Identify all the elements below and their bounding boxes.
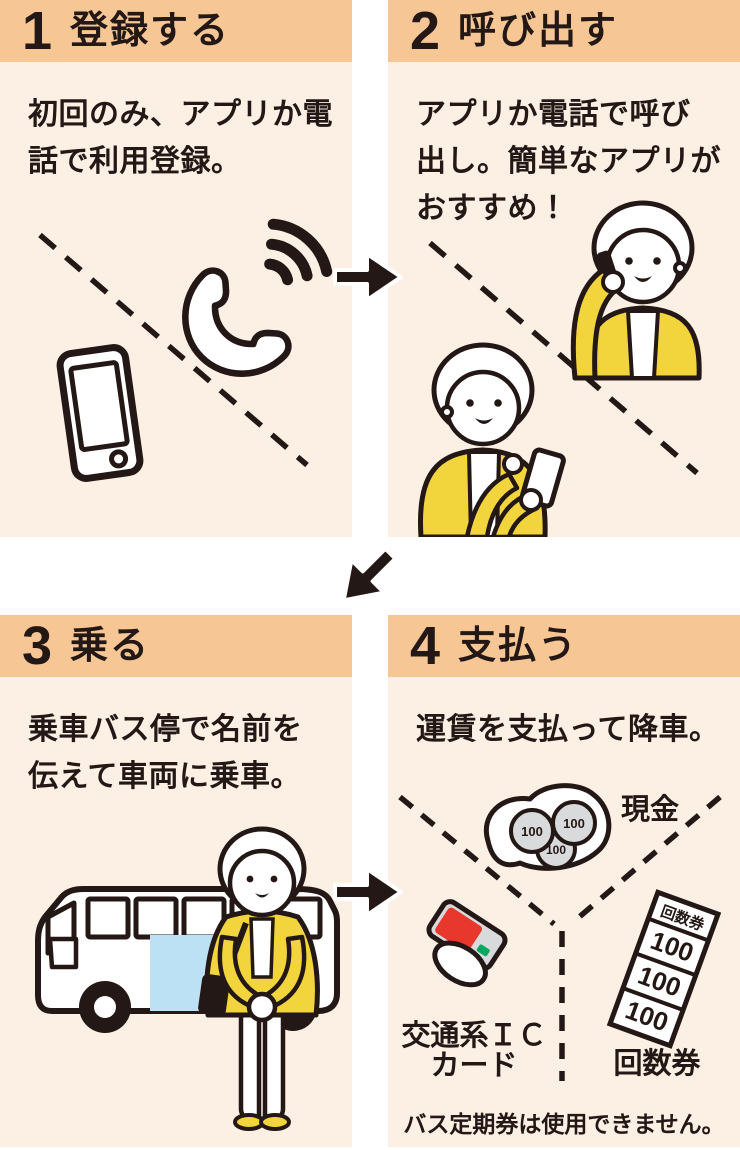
registration-illustration: [38, 218, 333, 482]
senior-passenger-illustration: [198, 826, 320, 1131]
coupon-label: 回数券: [613, 1048, 701, 1080]
call-illustration: [417, 200, 702, 537]
ic-card-in-hand-icon: [426, 899, 508, 988]
step-1-header: 1 登録する: [0, 0, 352, 62]
step-1-body: 初回のみ、アプリか電 話で利用登録。: [0, 62, 352, 537]
step-3-panel: 3 乗る 乗車バス停で名前を 伝えて車両に乗車。: [0, 615, 352, 1147]
step-4-description: 運賃を支払って降車。: [416, 713, 720, 746]
boarding-illustration: [35, 826, 340, 1131]
phone-handset-icon: [182, 267, 292, 377]
step-number: 3: [22, 616, 53, 676]
arrow-right-icon: [333, 861, 405, 923]
step-4-header: 4 支払う: [388, 615, 740, 677]
coin-value: 100: [546, 843, 566, 857]
step-1-description: 初回のみ、アプリか電 話で利用登録。: [28, 98, 333, 178]
step-4-body: 運賃を支払って降車。 現金 交通系ＩＣ カード 回数券 バス定期券は使用できませ…: [388, 677, 740, 1147]
step-number: 1: [22, 1, 53, 61]
smartphone-icon: [56, 344, 144, 482]
step-number: 2: [410, 1, 441, 61]
step-title: 乗る: [70, 625, 151, 667]
dashed-divider: [398, 794, 722, 1081]
dashed-divider: [428, 240, 699, 476]
step-3-header: 3 乗る: [0, 615, 352, 677]
step-4-panel: 4 支払う 運賃を支払って降車。 現金 交通系ＩＣ カード 回数券 バス定期券は…: [388, 615, 740, 1147]
step-1-panel: 1 登録する 初回のみ、アプリか電 話で利用登録。: [0, 0, 352, 537]
step-title: 呼び出す: [458, 10, 619, 52]
step-3-body: 乗車バス停で名前を 伝えて車両に乗車。: [0, 677, 352, 1147]
coin-value: 100: [521, 824, 543, 839]
coupon-ticket-strip-icon: 回数券 100 100 100: [606, 889, 722, 1049]
step-3-description: 乗車バス停で名前を 伝えて車両に乗車。: [28, 713, 303, 793]
coin-value: 100: [563, 816, 585, 831]
step-title: 登録する: [70, 10, 231, 52]
ic-card-label: 交通系ＩＣ カード: [401, 1020, 547, 1083]
arrow-down-left-icon: [330, 541, 402, 613]
payment-note: バス定期券は使用できません。: [403, 1111, 725, 1137]
senior-with-smartphone-illustration: [417, 342, 566, 537]
arrow-right-icon: [333, 246, 405, 308]
signal-waves-icon: [264, 218, 333, 286]
step-2-description: アプリか電話で呼び 出し。簡単なアプリが おすすめ！: [416, 98, 721, 225]
senior-on-phone-illustration: [570, 200, 702, 381]
step-title: 支払う: [458, 625, 579, 667]
step-2-body: アプリか電話で呼び 出し。簡単なアプリが おすすめ！: [388, 62, 740, 537]
payment-illustration: 100 100 100 回数券 10: [398, 783, 722, 1081]
dashed-divider: [38, 232, 309, 468]
step-2-header: 2 呼び出す: [388, 0, 740, 62]
step-2-panel: 2 呼び出す アプリか電話で呼び 出し。簡単なアプリが おすすめ！: [388, 0, 740, 537]
step-number: 4: [410, 616, 441, 676]
coins-in-hand-icon: 100 100 100: [483, 783, 612, 871]
cash-label: 現金: [620, 794, 679, 826]
